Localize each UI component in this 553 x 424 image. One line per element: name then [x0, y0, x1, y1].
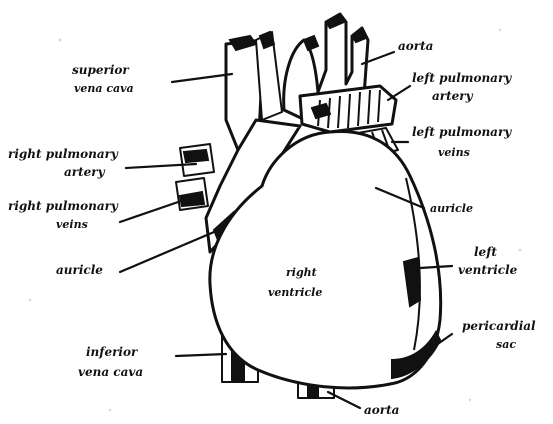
label-right-ventricle-line1: right — [286, 266, 317, 279]
label-left-ventricle-line1: left — [474, 245, 497, 259]
label-left-pulmonary-artery-line2: artery — [432, 89, 474, 103]
label-left-pulmonary-veins-line2: veins — [438, 146, 470, 159]
leader-superior-vena-cava — [172, 74, 232, 82]
label-left-pulmonary-artery-line1: left pulmonary — [412, 71, 512, 85]
label-right-pulmonary-veins-line2: veins — [56, 218, 88, 231]
label-inferior-vena-cava-line1: inferior — [86, 345, 139, 359]
left-pulmonary-artery-shape — [300, 86, 396, 132]
leader-right-pulmonary-veins — [120, 200, 184, 222]
label-superior-vena-cava-line1: superior — [72, 63, 130, 77]
leader-aorta-bottom — [328, 392, 360, 408]
leader-left-pulmonary-artery — [388, 86, 410, 100]
label-inferior-vena-cava-line2: vena cava — [78, 365, 143, 379]
label-right-pulmonary-artery-line2: artery — [64, 165, 106, 179]
label-pericardial-sac-line1: pericardial — [462, 319, 536, 333]
leader-auricle-right — [120, 232, 214, 272]
heart-illustration — [176, 14, 441, 398]
label-right-ventricle-line2: ventricle — [268, 286, 322, 299]
label-right-pulmonary-veins-line1: right pulmonary — [8, 199, 119, 213]
label-superior-vena-cava-line2: vena cava — [74, 82, 134, 95]
label-auricle-right: auricle — [56, 263, 103, 277]
label-left-ventricle-line2: ventricle — [458, 263, 518, 277]
label-left-pulmonary-veins-line1: left pulmonary — [412, 125, 512, 139]
label-aorta-top: aorta — [398, 39, 433, 53]
label-aorta-bottom: aorta — [364, 403, 399, 417]
label-auricle-left: auricle — [430, 202, 473, 215]
label-pericardial-sac-line2: sac — [496, 338, 516, 351]
leader-inferior-vena-cava — [176, 354, 226, 356]
label-right-pulmonary-artery-line1: right pulmonary — [8, 147, 119, 161]
